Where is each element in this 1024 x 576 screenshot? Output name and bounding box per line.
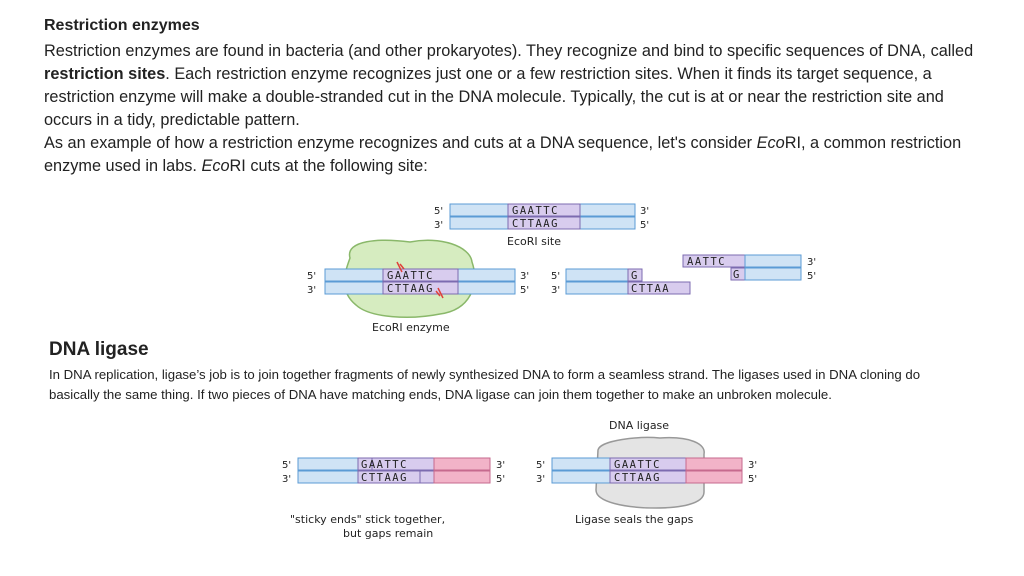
svg-text:5': 5' (282, 460, 291, 471)
svg-text:5': 5' (307, 271, 316, 282)
section-title-restriction-enzymes: Restriction enzymes (44, 17, 200, 34)
svg-text:3': 3' (640, 206, 649, 217)
svg-text:5': 5' (640, 220, 649, 231)
svg-text:CTTAAG: CTTAAG (614, 472, 661, 484)
svg-text:GAATTC: GAATTC (614, 459, 661, 471)
cut-fragment-left: G CTTAA 5' 3' (551, 268, 691, 296)
ecori-site-label: EcoRI site (507, 235, 561, 248)
svg-text:3': 3' (807, 257, 816, 268)
svg-text:5': 5' (807, 271, 816, 282)
svg-text:5': 5' (551, 271, 560, 282)
ecori-site-molecule: GAATTC CTTAAG 5' 3' 3' 5' EcoRI site (434, 203, 649, 248)
svg-text:G: G (631, 270, 639, 282)
term-restriction-sites: restriction sites (44, 65, 166, 83)
svg-text:3': 3' (536, 474, 545, 485)
svg-text:3': 3' (520, 271, 529, 282)
svg-text:CTTAA: CTTAA (631, 283, 670, 295)
sticky-ends-label-1: "sticky ends" stick together, (290, 513, 445, 526)
site-top-seq: GAATTC (512, 205, 559, 217)
svg-text:GAATTC: GAATTC (361, 459, 408, 471)
svg-text:G: G (733, 269, 741, 281)
svg-text:5': 5' (536, 460, 545, 471)
dna-ligase-label: DNA ligase (609, 419, 669, 432)
svg-text:5': 5' (434, 206, 443, 217)
sticky-ends-label-2: but gaps remain (343, 527, 433, 540)
paragraph-2: As an example of how a restriction enzym… (44, 134, 962, 175)
section-body-dna-ligase: In DNA replication, ligase’s job is to j… (49, 367, 921, 402)
svg-text:3': 3' (748, 460, 757, 471)
svg-text:CTTAAG: CTTAAG (361, 472, 408, 484)
ecori-enzyme-complex: GAATTC CTTAAG 5' 3' 3' 5' EcoRI enzyme (307, 239, 529, 334)
ligase-sealed-molecule: GAATTC CTTAAG 5' 3' 3' 5' DNA ligase Lig… (536, 419, 757, 526)
svg-text:5': 5' (496, 474, 505, 485)
svg-text:3': 3' (282, 474, 291, 485)
ligase-diagram: GAATTC CTTAAG 5' 3' 3' 5' "sticky ends" … (282, 419, 757, 540)
ecori-enzyme-label: EcoRI enzyme (372, 321, 450, 334)
cut-mark-top (396, 261, 405, 273)
sticky-ends-molecule: GAATTC CTTAAG 5' 3' 3' 5' "sticky ends" … (282, 457, 505, 540)
svg-text:GAATTC: GAATTC (387, 270, 434, 282)
ligase-seals-label: Ligase seals the gaps (575, 513, 694, 526)
svg-text:CTTAAG: CTTAAG (387, 283, 434, 295)
ecori-diagram: GAATTC CTTAAG 5' 3' 3' 5' EcoRI site GAA… (307, 203, 816, 334)
svg-text:3': 3' (307, 285, 316, 296)
svg-text:3': 3' (434, 220, 443, 231)
svg-text:AATTC: AATTC (687, 256, 726, 268)
site-bottom-seq: CTTAAG (512, 218, 559, 230)
cut-fragment-right: AATTC G 3' 5' (682, 254, 816, 282)
svg-text:5': 5' (748, 474, 757, 485)
svg-text:5': 5' (520, 285, 529, 296)
section-title-dna-ligase: DNA ligase (49, 339, 149, 360)
paragraph-1: Restriction enzymes are found in bacteri… (44, 42, 974, 129)
svg-text:3': 3' (496, 460, 505, 471)
section-body-restriction-enzymes: Restriction enzymes are found in bacteri… (44, 40, 974, 178)
cut-mark-bottom (435, 287, 444, 299)
svg-text:3': 3' (551, 285, 560, 296)
